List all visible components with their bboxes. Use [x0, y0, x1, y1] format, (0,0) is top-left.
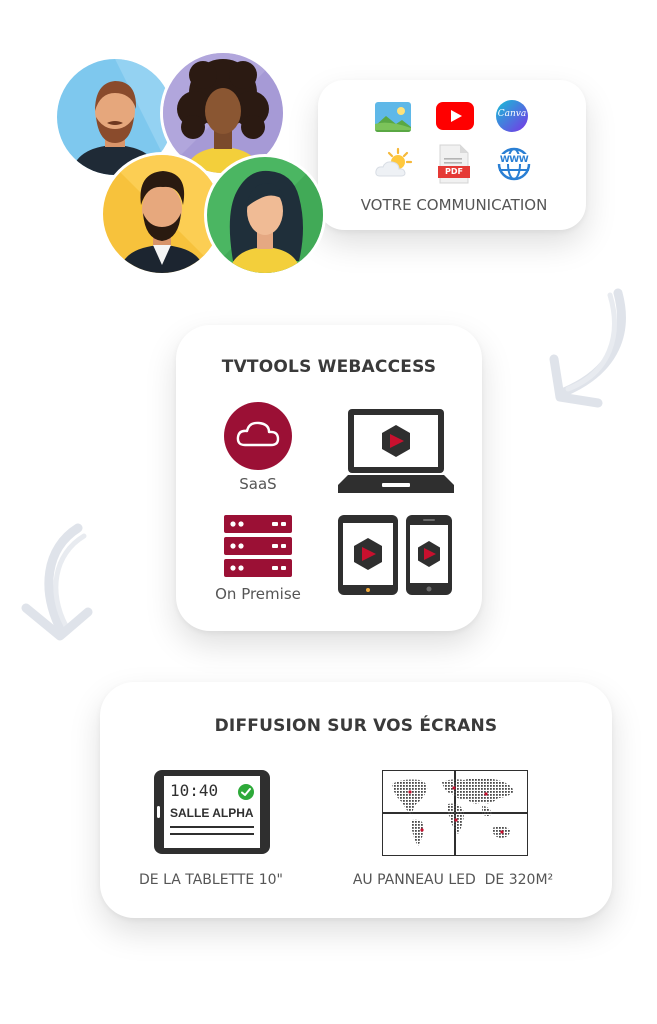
image-icon — [375, 102, 411, 132]
weather-icon — [375, 147, 413, 177]
pdf-icon — [438, 144, 470, 184]
communication-icons: Canva PDF WWW — [360, 96, 550, 196]
diffusion-title: DIFFUSION SUR VOS ÉCRANS — [214, 716, 498, 736]
diffusion-card: DIFFUSION SUR VOS ÉCRANS 10:40 SALLE ALP… — [100, 682, 612, 918]
webaccess-title: TVTOOLS WEBACCESS — [221, 357, 437, 377]
avatar-woman-dark-hair — [204, 154, 326, 276]
curved-arrow-left-icon — [21, 523, 93, 641]
smartphone-icon — [406, 515, 452, 595]
led-wall-map-icon — [382, 770, 528, 856]
onpremise-label: On Premise — [215, 585, 301, 603]
canva-text: Canva — [497, 109, 527, 119]
communication-label: VOTRE COMMUNICATION — [360, 196, 548, 214]
www-icon — [496, 147, 532, 181]
server-rack-icon — [224, 515, 292, 577]
room-tablet-display: 10:40 SALLE ALPHA — [154, 770, 270, 854]
led-caption: AU PANNEAU LED DE 320M² — [352, 872, 554, 888]
tablet-caption: DE LA TABLETTE 10" — [139, 872, 283, 888]
canva-logo: Canva — [496, 100, 528, 132]
saas-cloud-icon — [224, 402, 292, 470]
curved-arrow-right-icon — [549, 288, 626, 408]
tablet-time: 10:40 — [170, 781, 219, 800]
webaccess-card: TVTOOLS WEBACCESS SaaS On Premise — [176, 325, 482, 631]
laptop-icon — [338, 409, 454, 493]
room-tablet-screen: 10:40 SALLE ALPHA — [164, 776, 260, 848]
saas-label: SaaS — [239, 475, 277, 493]
tablet-divider-2 — [170, 833, 254, 835]
youtube-icon — [436, 102, 474, 130]
avatar-man-hair — [100, 152, 224, 276]
tablet-side-button — [157, 806, 160, 818]
pdf-text: PDF — [445, 167, 463, 176]
tablet-divider-1 — [170, 826, 254, 828]
check-icon — [238, 784, 254, 800]
tablet-room-name: SALLE ALPHA — [170, 806, 254, 820]
www-text: WWW — [499, 155, 529, 165]
tablet-device-icon — [338, 515, 398, 595]
